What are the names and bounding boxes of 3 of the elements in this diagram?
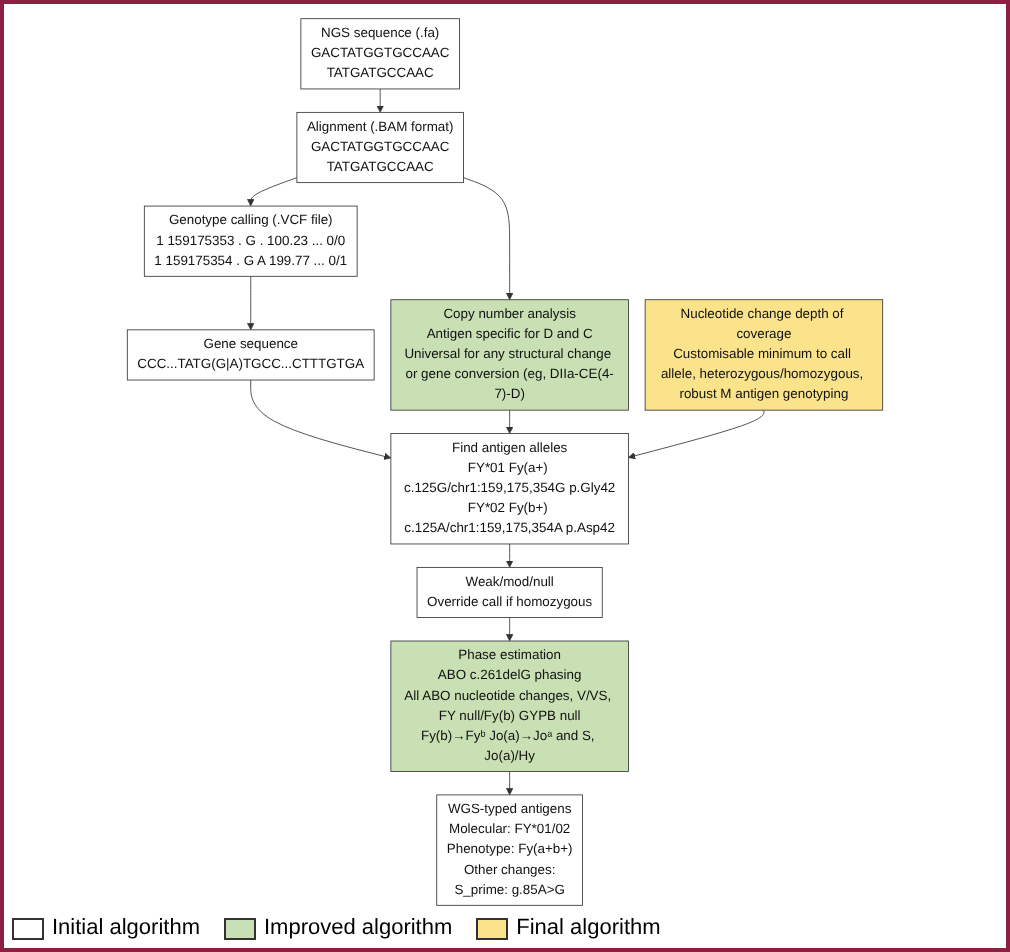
legend-label: Initial algorithm (52, 916, 200, 940)
legend-label: Final algorithm (516, 916, 661, 940)
legend-label: Improved algorithm (263, 916, 453, 940)
